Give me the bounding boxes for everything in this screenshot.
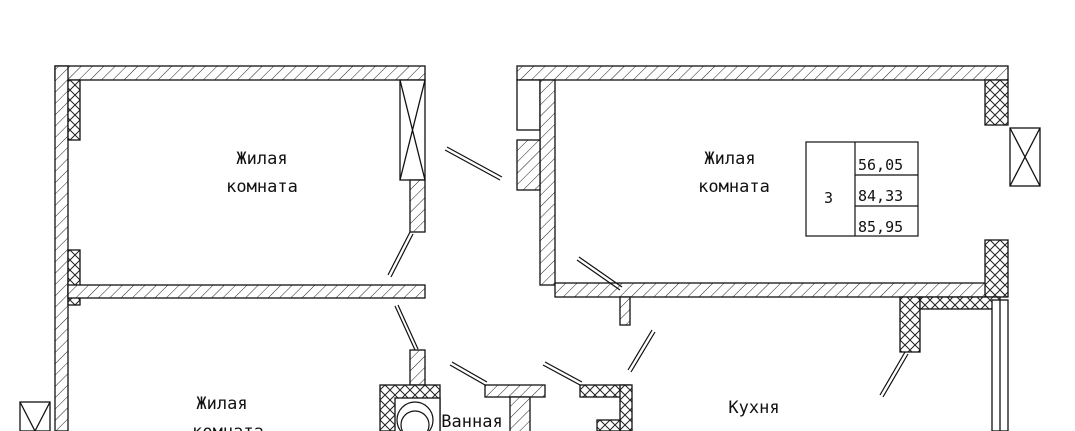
room-living-2: Жилая комната [698, 149, 770, 197]
living-area: 56,05 [858, 156, 903, 174]
rooms-count: 3 [824, 189, 833, 207]
room-label: Жилая [196, 394, 247, 414]
room-living-1: Жилая комната [226, 149, 298, 197]
area-info-box [805, 141, 919, 237]
room-living-3: Жилая комната [192, 394, 264, 431]
room-label-bathroom: Ванная [441, 412, 502, 431]
room-label-kitchen: Кухня [728, 398, 779, 418]
room-label: Жилая [704, 149, 755, 169]
room-label: комната [226, 177, 298, 197]
room-label: комната [698, 177, 770, 197]
room-label: Жилая [236, 149, 287, 169]
walls [19, 65, 1041, 431]
total-area-with-balcony: 85,95 [858, 218, 903, 236]
room-label: комната [192, 422, 264, 431]
doors [387, 146, 909, 431]
total-area: 84,33 [858, 187, 903, 205]
